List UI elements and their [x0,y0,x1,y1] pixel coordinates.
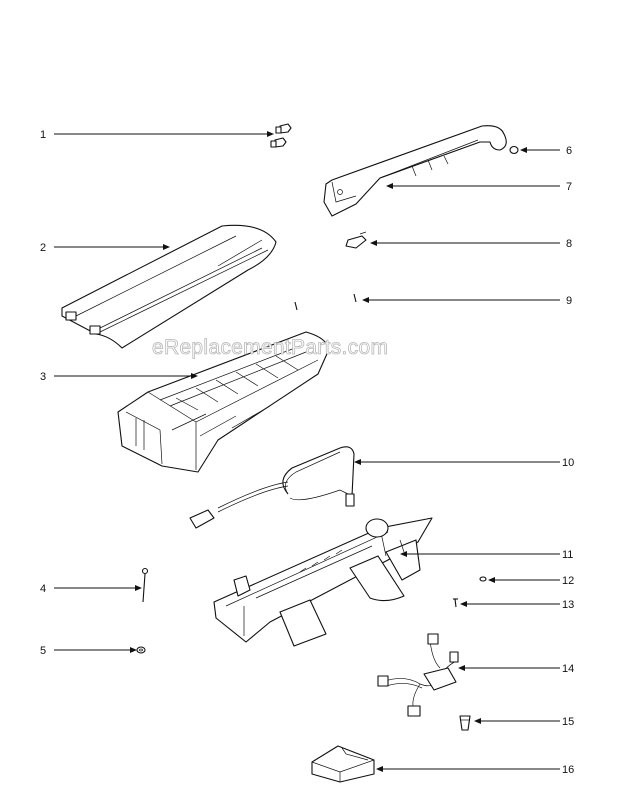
callout-9: 9 [566,295,572,307]
callout-4: 4 [40,583,46,595]
watermark-text: eReplacementParts.com [152,336,388,359]
callout-14: 14 [562,663,574,675]
leader-lines [54,133,560,770]
part-9-pins [294,293,357,311]
callout-7: 7 [566,181,572,193]
part-14-wiring-harness [377,633,459,717]
callout-8: 8 [566,238,572,250]
callout-12: 12 [562,575,574,587]
part-5-nut [136,646,146,654]
callout-11: 11 [562,549,573,561]
callout-numbers: 1 2 3 4 5 6 7 8 9 10 11 12 13 14 15 16 [40,129,574,776]
part-11-base-frame [213,517,433,647]
part-13-pin [453,598,458,608]
part-6-oring [509,145,519,155]
callout-2: 2 [40,242,46,254]
part-2-cover [61,224,277,349]
part-10-heater-cord [189,446,355,529]
callout-1: 1 [40,129,46,141]
part-4-screw [141,567,149,603]
callout-6: 6 [566,145,572,157]
part-1-bushings [270,123,292,148]
callout-16: 16 [562,764,574,776]
part-15-fitting [459,715,471,731]
callout-13: 13 [562,599,574,611]
part-7-handle-arm [323,125,507,217]
part-12-ring [479,576,487,582]
part-16-mounting-block [311,745,375,783]
callout-3: 3 [40,371,46,383]
callout-15: 15 [562,716,574,728]
callout-5: 5 [40,645,46,657]
callout-10: 10 [562,457,574,469]
arrowheads [130,131,527,772]
part-3-tray [117,331,329,473]
part-8-clip [345,231,367,249]
